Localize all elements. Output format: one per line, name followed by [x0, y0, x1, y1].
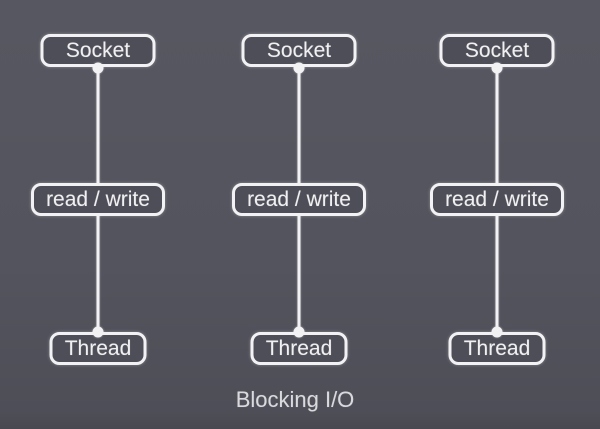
socket-label: Socket — [266, 39, 332, 62]
diagram-column-3: Socket read / write Thread — [427, 0, 567, 429]
read-write-box: read / write — [31, 183, 165, 216]
thread-label: Thread — [64, 337, 132, 360]
socket-label: Socket — [65, 39, 131, 62]
thread-label: Thread — [265, 337, 333, 360]
connector-dot-socket — [293, 62, 305, 74]
diagram-column-2: Socket read / write Thread — [229, 0, 369, 429]
read-write-box: read / write — [232, 183, 366, 216]
read-write-label: read / write — [46, 188, 150, 211]
connector-dot-socket — [491, 62, 503, 74]
read-write-label: read / write — [247, 188, 351, 211]
connector-dot-thread — [491, 326, 503, 338]
diagram-column-1: Socket read / write Thread — [28, 0, 168, 429]
thread-box: Thread — [49, 332, 147, 365]
diagram-caption: Blocking I/O — [235, 387, 355, 412]
thread-box: Thread — [448, 332, 546, 365]
socket-label: Socket — [464, 39, 530, 62]
read-write-label: read / write — [445, 188, 549, 211]
read-write-box: read / write — [430, 183, 564, 216]
connector-dot-thread — [92, 326, 104, 338]
thread-label: Thread — [463, 337, 531, 360]
connector-dot-socket — [92, 62, 104, 74]
connector-dot-thread — [293, 326, 305, 338]
